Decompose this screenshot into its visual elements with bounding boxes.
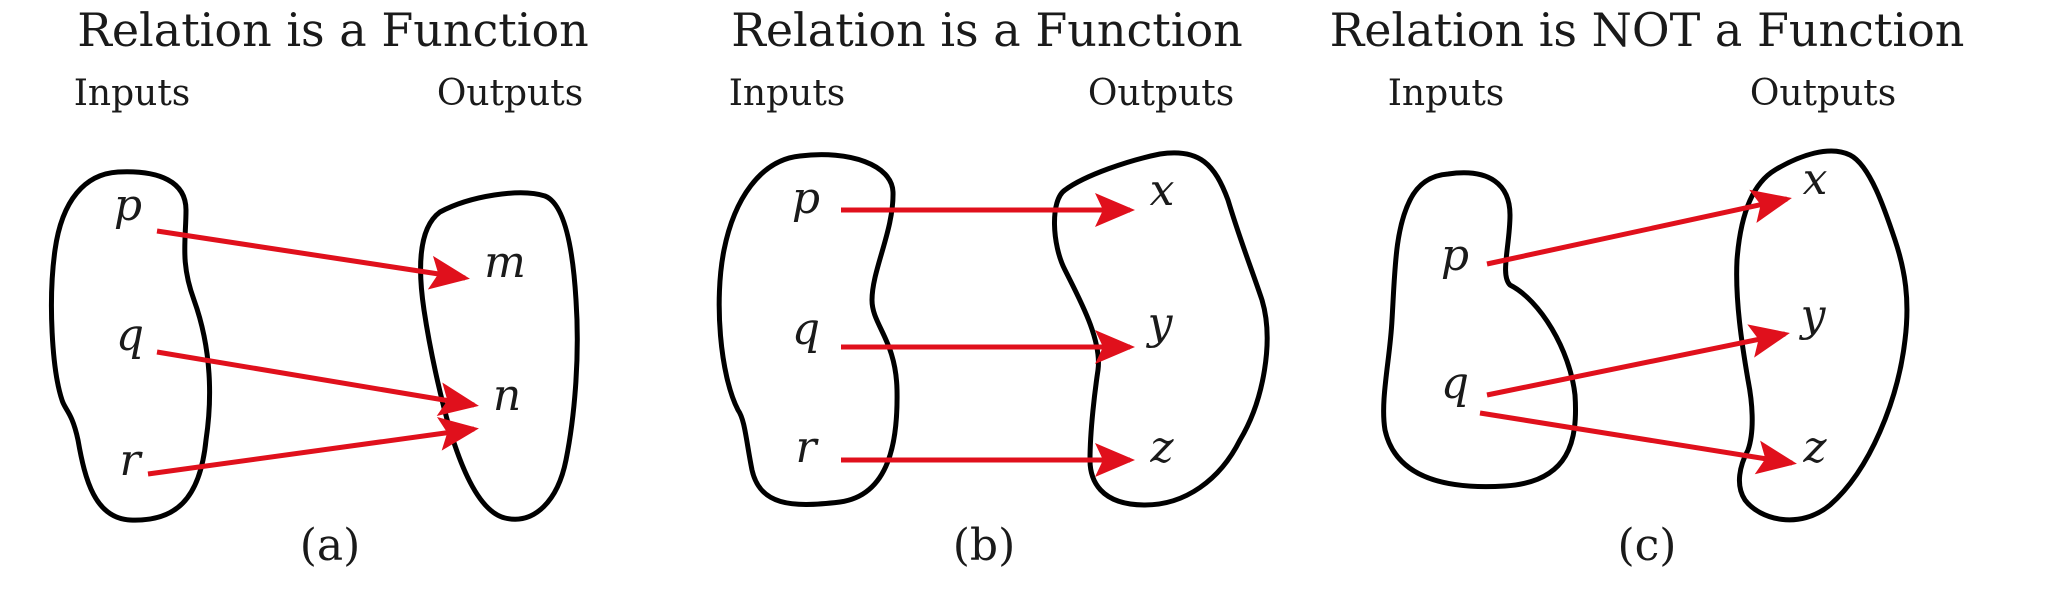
panel-b-output-set [1052,150,1270,508]
panel-c-arrow-p-to-x [1486,189,1792,267]
panel-b-caption: (b) [953,520,1016,571]
panel-a-output-set [418,190,580,522]
panel-c-output-y: y [1799,290,1827,341]
panel-c-input-p: p [1441,230,1469,281]
panel-b-input-r: r [795,422,819,473]
panel-a-input-set [49,169,213,523]
panel-a-arrow-q-to-n [156,349,479,416]
panel-b-input-set [716,152,900,507]
panel-a-arrow-r-to-n [147,416,479,477]
panel-b-title: Relation is a Function [731,3,1243,57]
panel-a-caption: (a) [300,520,361,571]
panel-a-arrow-p-to-m [156,228,470,290]
panel-a-input-q: q [116,310,144,361]
panel-a-output-m: m [484,237,526,288]
panel-c: Relation is NOT a Function Inputs Output… [1330,3,1965,571]
panel-c-inputs-label: Inputs [1388,73,1505,114]
panel-b-input-p: p [792,173,820,224]
panel-c-caption: (c) [1618,520,1677,571]
panel-a-inputs-label: Inputs [74,73,191,114]
panel-c-outputs-label: Outputs [1750,73,1896,114]
panel-a-title: Relation is a Function [77,3,589,57]
panel-b-outputs-label: Outputs [1088,73,1234,114]
panel-a-output-n: n [493,370,521,421]
panel-b-output-x: x [1150,165,1175,216]
panel-b-output-y: y [1146,298,1174,349]
panel-c-input-q: q [1441,358,1469,409]
panel-b-inputs-label: Inputs [729,73,846,114]
panel-a-outputs-label: Outputs [437,73,583,114]
panel-c-arrow-q-to-z [1479,410,1797,475]
panel-a: Relation is a Function Inputs Outputs p … [49,3,589,571]
panel-c-title: Relation is NOT a Function [1330,3,1965,57]
panel-b-output-z: z [1149,422,1174,473]
panel-c-output-set [1734,148,1910,523]
panel-b: Relation is a Function Inputs Outputs p … [716,3,1270,571]
panel-a-input-r: r [119,435,143,486]
panel-c-input-set [1381,170,1578,490]
panel-c-output-x: x [1803,154,1828,205]
panel-a-input-p: p [114,180,142,231]
panel-c-arrow-q-to-y [1486,324,1790,398]
panel-b-input-q: q [792,304,820,355]
panel-c-output-z: z [1802,422,1827,473]
